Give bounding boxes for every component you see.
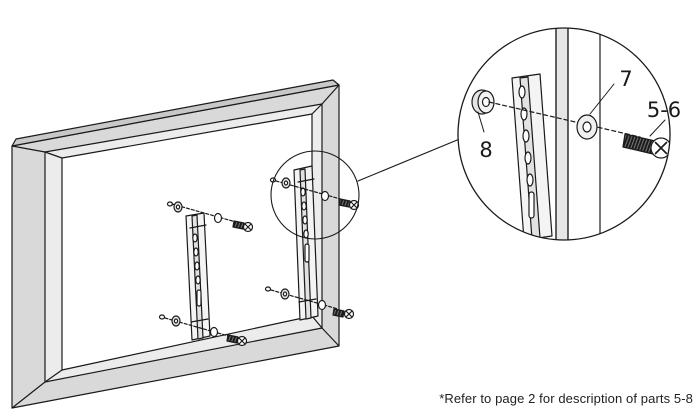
detail-source-circle (270, 150, 360, 240)
screw-thread (338, 198, 351, 208)
tv-back-panel (11, 79, 340, 409)
leader-spacer (477, 111, 485, 133)
leader-washer (589, 83, 615, 115)
callout-screw-number: 5-6 (647, 98, 681, 122)
detail-indicator (270, 137, 463, 240)
screw-thread (232, 220, 245, 230)
tv-hole (158, 314, 166, 320)
screw-thread (332, 308, 345, 318)
hardware-top-left (166, 201, 254, 233)
detail-zoom-circle (457, 27, 671, 241)
detail-leader-line (357, 137, 463, 182)
hardware-top-right (269, 177, 360, 211)
bracket-slots-right (300, 187, 310, 263)
hardware-bottom-left (158, 314, 248, 347)
parts-footnote: *Refer to page 2 for description of part… (439, 391, 693, 406)
callout-spacer-number: 8 (479, 138, 492, 162)
washer (320, 190, 330, 202)
washer (317, 299, 327, 311)
washer (213, 212, 223, 224)
screw-thread (226, 334, 239, 344)
tv-hole (264, 286, 272, 292)
bracket-slots-left (192, 233, 202, 307)
hardware-bottom-right (264, 286, 355, 320)
left-mounting-bracket (185, 212, 211, 341)
tv-frame-top-depth (11, 79, 340, 147)
tv-frame-edge-zoom (555, 28, 569, 240)
tv-hole (166, 201, 174, 207)
leader-screw (649, 119, 666, 137)
washer (209, 326, 219, 338)
callout-washer-number: 7 (619, 67, 632, 91)
detail-zoom-view: 8 7 5-6 (457, 27, 681, 241)
right-mounting-bracket (293, 165, 319, 321)
